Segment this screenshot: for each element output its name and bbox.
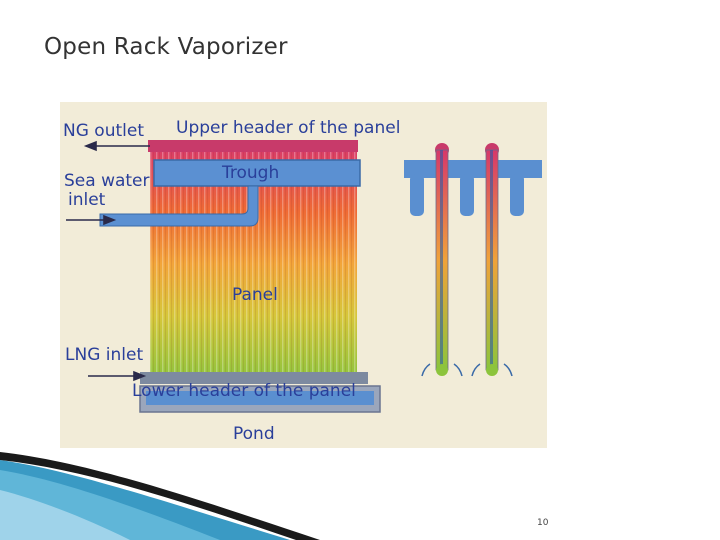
label-sea-water: Sea water <box>64 171 150 191</box>
trough <box>99 159 361 227</box>
label-panel: Panel <box>232 285 278 305</box>
upper-header-bar <box>148 140 358 152</box>
label-inlet: inlet <box>68 190 106 210</box>
lower-header-bar <box>140 372 368 384</box>
orv-diagram: NG outlet Upper header of the panel Trou… <box>60 102 547 448</box>
label-lower-header: Lower header of the panel <box>132 381 356 401</box>
slide-title: Open Rack Vaporizer <box>44 34 288 60</box>
label-lng-inlet: LNG inlet <box>65 345 143 365</box>
label-trough: Trough <box>221 163 279 183</box>
page-number: 10 <box>537 518 549 528</box>
flow-arrows <box>66 140 150 382</box>
label-ng-outlet: NG outlet <box>63 121 144 141</box>
label-upper-header: Upper header of the panel <box>176 118 400 138</box>
tube-detail <box>404 143 542 377</box>
label-pond: Pond <box>233 424 275 444</box>
pond <box>139 385 381 413</box>
